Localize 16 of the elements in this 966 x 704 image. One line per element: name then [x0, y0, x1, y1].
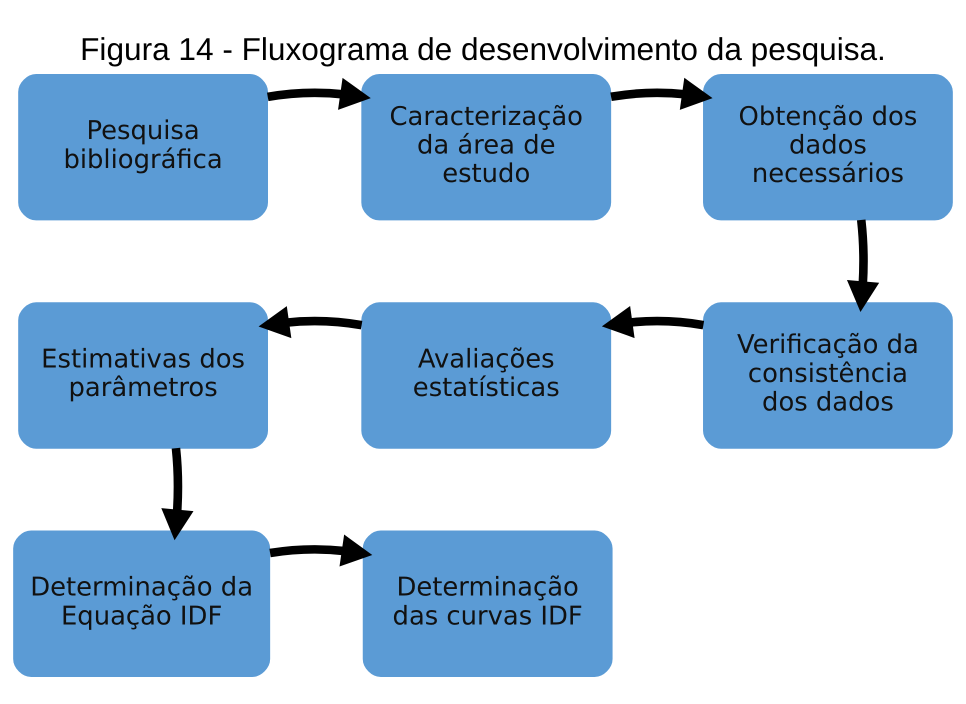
node-box: Determinação das curvas IDF: [362, 530, 613, 676]
node-box: Caracterização da área de estudo: [361, 73, 612, 220]
node-box: Verificação da consistência dos dados: [703, 302, 953, 448]
node-box: Pesquisa bibliográfica: [18, 73, 268, 220]
arrow: [610, 77, 713, 110]
arrow: [846, 219, 880, 312]
diagram-title: Figura 14 - Fluxograma de desenvolvimento da pesquisa.: [80, 30, 886, 66]
arrow: [258, 306, 362, 338]
arrow: [161, 447, 194, 540]
node-box: Estimativas dos parâmetros: [18, 302, 268, 448]
arrow: [267, 77, 371, 110]
node-box: Avaliações estatísticas: [361, 302, 612, 448]
node-box: Obtenção dos dados necessários: [703, 73, 953, 220]
node-box: Determinação da Equação IDF: [13, 530, 270, 676]
arrow: [269, 534, 372, 566]
arrow: [602, 306, 704, 338]
